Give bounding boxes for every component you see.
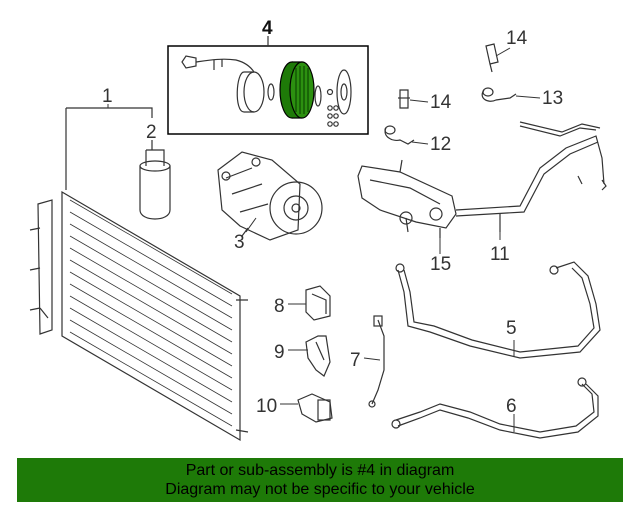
callout-14-lower: 14 [430,92,452,113]
hose-part-5[interactable] [395,261,601,359]
bracket-part-9[interactable] [305,335,331,377]
banner-line-2: Diagram may not be specific to your vehi… [165,481,475,498]
leader-lines [107,47,541,432]
part-14-upper[interactable] [485,43,499,73]
condenser-part-1[interactable] [29,107,249,442]
part-13[interactable] [481,87,517,102]
part-12[interactable] [384,125,415,145]
callout-10: 10 [256,396,277,417]
callout-13: 13 [542,88,563,109]
callout-4: 4 [262,18,273,39]
part-4-group[interactable] [167,36,369,135]
callout-7: 7 [350,350,361,371]
callout-5: 5 [506,318,517,339]
callout-labels: 4 1 2 3 14 13 14 12 15 11 5 6 7 8 9 10 [102,18,563,417]
callout-11: 11 [490,244,510,265]
part-14-lower[interactable] [398,89,410,109]
parts-diagram: 4 1 2 3 14 13 14 12 15 11 5 6 7 8 9 10 [29,18,607,442]
callout-8: 8 [274,296,285,317]
bracket-part-8[interactable] [305,285,331,321]
bracket-part-10[interactable] [297,393,333,423]
sensor-part-7[interactable] [368,315,385,408]
callout-6: 6 [506,396,517,417]
info-banner: Part or sub-assembly is #4 in diagram Di… [17,458,623,502]
callout-14-upper: 14 [506,28,528,49]
callout-3: 3 [234,232,245,253]
callout-15: 15 [430,254,451,275]
pulley-highlight [279,61,315,119]
hose-part-6[interactable] [391,377,599,439]
callout-12: 12 [430,134,451,155]
callout-1: 1 [102,86,113,107]
callout-9: 9 [274,342,285,363]
valve-part-15[interactable] [357,159,457,238]
compressor-part-3[interactable] [217,151,323,241]
banner-line-1: Part or sub-assembly is #4 in diagram [185,462,455,479]
callout-2: 2 [146,122,157,143]
line-part-11[interactable] [455,121,607,232]
drier-part-2[interactable] [139,140,171,220]
